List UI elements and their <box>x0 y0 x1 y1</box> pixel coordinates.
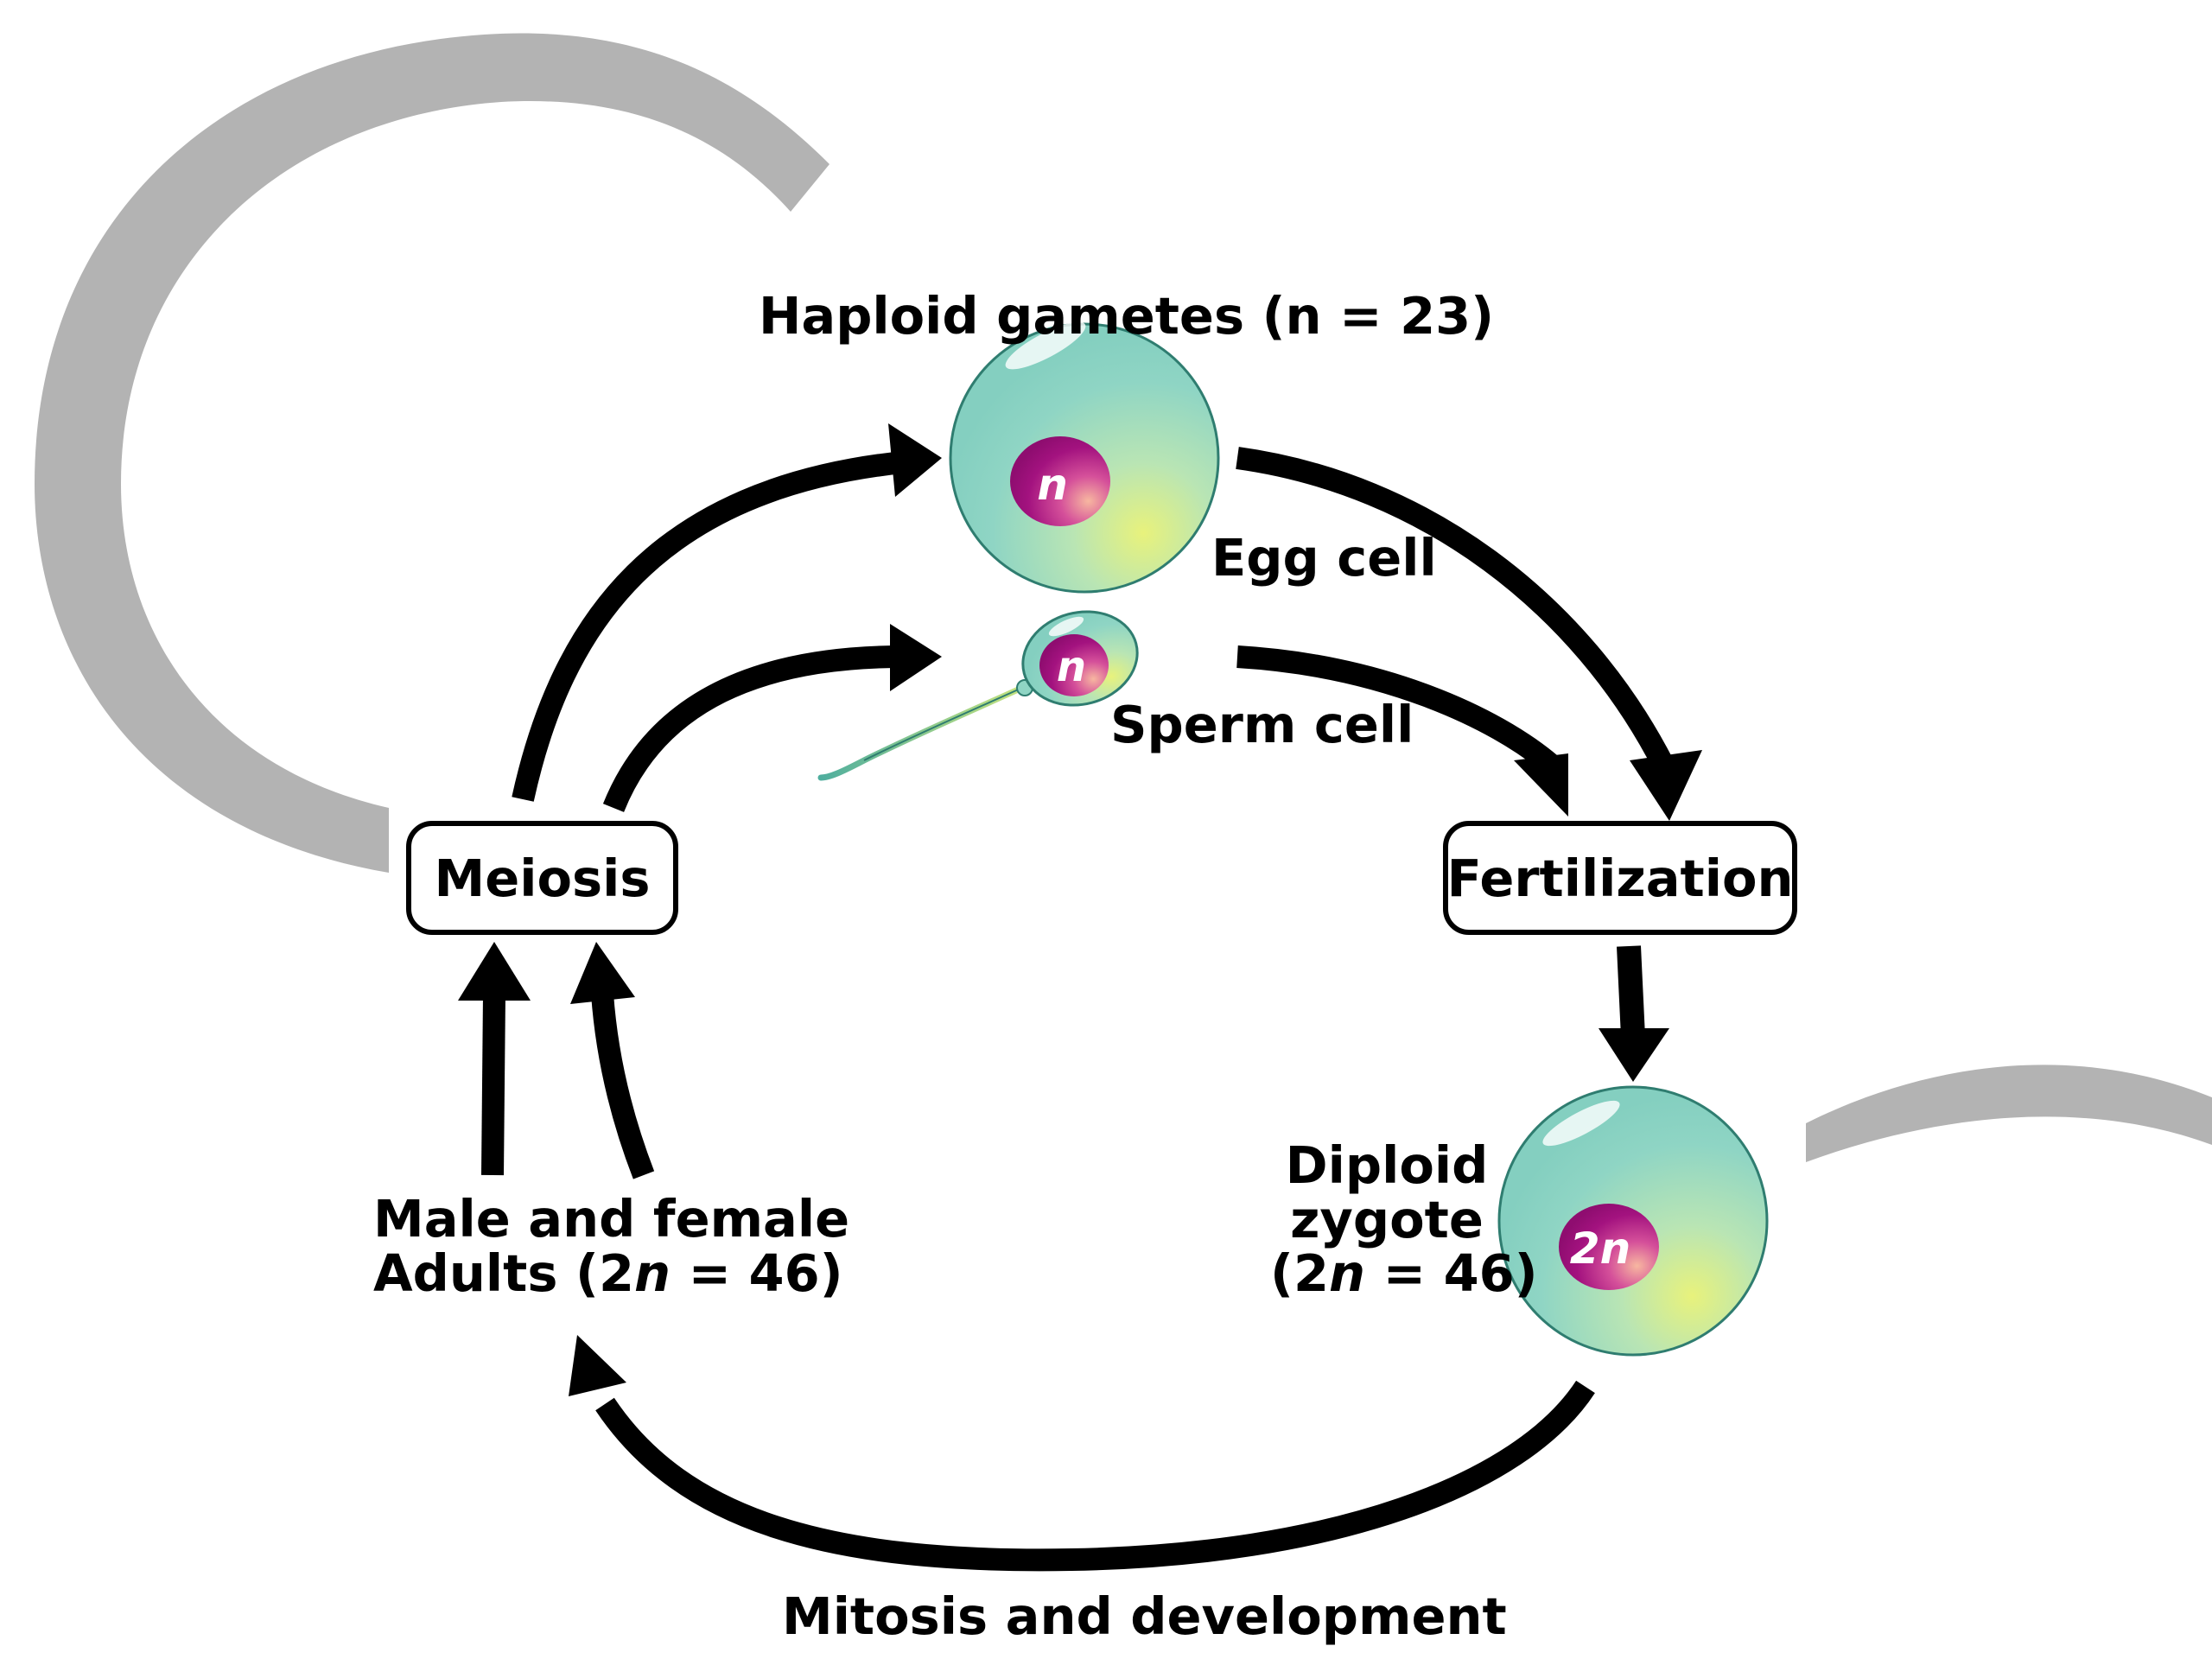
arrow-adults-to-meiosis-left <box>458 942 531 1176</box>
arrow-egg-to-fertilization <box>1236 447 1702 821</box>
sperm-cell: n <box>817 610 1139 781</box>
adults-line-2: Adults (2n = 46) <box>373 1243 843 1303</box>
arrow-fertilization-to-zygote <box>1599 945 1669 1082</box>
sperm-nucleus-label: n <box>1057 643 1086 691</box>
egg-nucleus-label: n <box>1037 460 1068 510</box>
zygote-cell: 2n <box>1497 1085 1769 1357</box>
watermark-swirl <box>35 33 2212 1162</box>
fertilization-box: Fertilization <box>1443 821 1797 935</box>
egg-nucleus <box>1010 436 1110 526</box>
arrow-meiosis-to-egg <box>512 423 942 802</box>
diploid-line-3: (2n = 46) <box>1270 1243 1538 1304</box>
diploid-line-2: zygote <box>1290 1189 1484 1249</box>
arrow-sperm-to-fertilization <box>1236 645 1568 817</box>
adults-line-1: Male and female <box>373 1189 850 1249</box>
fertilization-label: Fertilization <box>1446 848 1794 908</box>
sperm-cell-label: Sperm cell <box>1110 695 1414 754</box>
mitosis-label: Mitosis and development <box>782 1586 1507 1646</box>
egg-cell: n <box>949 321 1220 594</box>
egg-cell-label: Egg cell <box>1211 528 1437 588</box>
diploid-zygote-label: Diploid zygote (2n = 46) <box>1270 1135 1538 1304</box>
haploid-gametes-label: Haploid gametes (n = 23) <box>759 286 1495 346</box>
zygote-nucleus-label: 2n <box>1570 1224 1630 1274</box>
zygote-nucleus <box>1559 1204 1659 1290</box>
adults-label: Male and female Adults (2n = 46) <box>373 1192 849 1300</box>
meiosis-box: Meiosis <box>406 821 678 935</box>
arrow-meiosis-to-sperm <box>602 624 942 812</box>
arrow-adults-to-meiosis-right <box>570 942 655 1179</box>
sperm-nucleus <box>1039 634 1109 696</box>
meiosis-label: Meiosis <box>434 848 651 908</box>
arrow-zygote-to-adults <box>569 1335 1595 1572</box>
diploid-line-1: Diploid <box>1285 1135 1489 1195</box>
